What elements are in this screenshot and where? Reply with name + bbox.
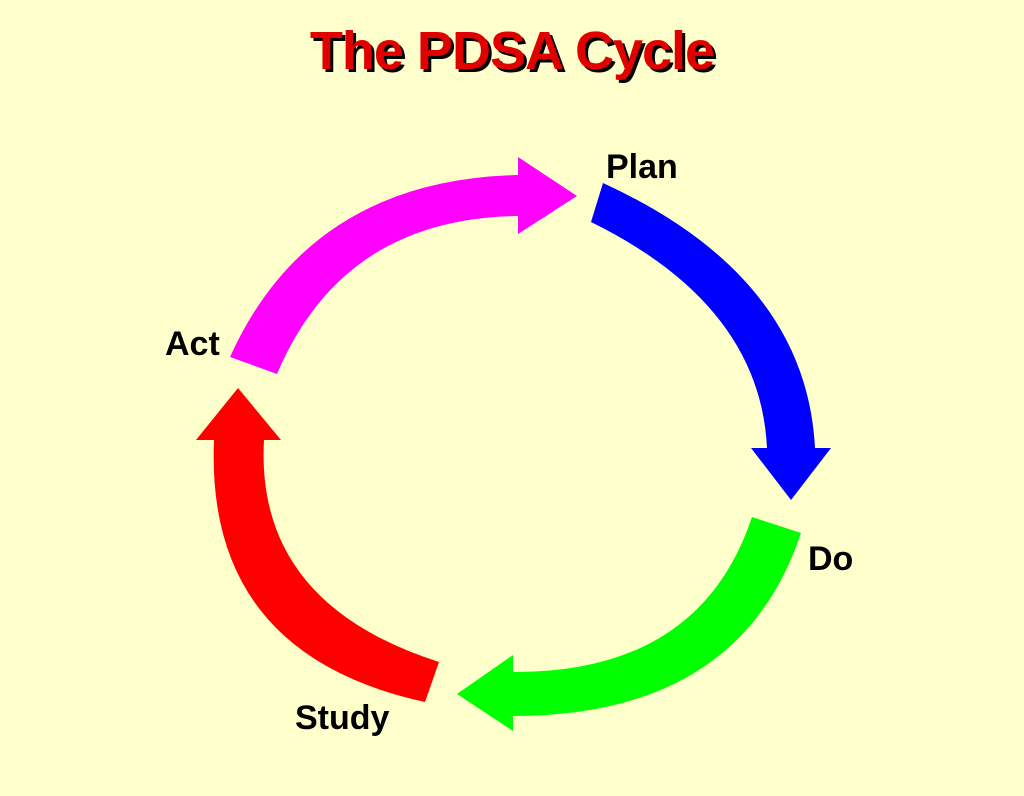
study-to-act-arrow xyxy=(196,388,439,702)
act-to-plan-arrow xyxy=(230,157,577,374)
stage-label-act: Act xyxy=(165,325,220,363)
plan-to-do-arrow xyxy=(591,183,831,500)
stage-label-study: Study xyxy=(295,699,390,737)
do-to-study-arrow xyxy=(457,517,801,731)
stage-label-plan: Plan xyxy=(606,148,678,186)
stage-label-do: Do xyxy=(808,540,853,578)
diagram-title: The PDSA Cycle xyxy=(309,21,715,81)
